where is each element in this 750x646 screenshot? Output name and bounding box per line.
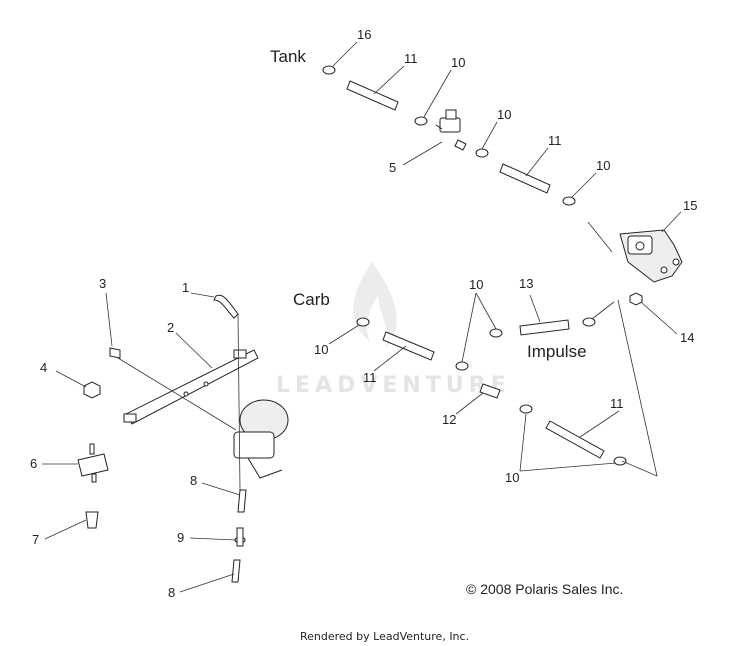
part-clamp-16[interactable] — [322, 65, 336, 75]
part-clamp-10-impulse-a[interactable] — [489, 328, 503, 338]
part-hose-13[interactable] — [519, 319, 570, 336]
callout-16: 16 — [357, 27, 371, 42]
callout-14: 14 — [680, 330, 694, 345]
callout-12: 12 — [442, 412, 456, 427]
leader-lines — [42, 41, 682, 593]
callout-10-impulse-b: 10 — [505, 470, 519, 485]
part-hose-11-impulse[interactable] — [545, 420, 605, 459]
watermark-flame-icon — [353, 262, 397, 348]
watermark: LEADVENTURE — [276, 262, 511, 398]
callout-10-tank-b: 10 — [497, 107, 511, 122]
section-label-impulse: Impulse — [527, 342, 587, 361]
part-clamp-10-tank-c[interactable] — [562, 196, 576, 206]
callout-13: 13 — [519, 276, 533, 291]
callout-1: 1 — [182, 280, 189, 295]
callout-9: 9 — [177, 530, 184, 545]
section-label-tank: Tank — [270, 47, 306, 66]
part-hose-11-carb[interactable] — [382, 331, 435, 361]
part-hose-8a[interactable] — [237, 489, 247, 513]
callout-7: 7 — [32, 532, 39, 547]
part-clamp-10-impulse-b[interactable] — [455, 361, 469, 371]
callout-8-a: 8 — [190, 473, 197, 488]
part-bolt-3[interactable] — [109, 347, 121, 359]
part-hose-8b[interactable] — [231, 559, 241, 583]
part-nut-4[interactable] — [83, 381, 101, 399]
part-nut-14[interactable] — [629, 292, 643, 306]
part-isolator-6[interactable] — [77, 443, 109, 483]
callout-11-impulse: 11 — [610, 396, 624, 411]
part-clamp-10-impulse-e[interactable] — [613, 456, 627, 466]
part-clamp-10-carb[interactable] — [356, 317, 370, 327]
hose-drop-line — [237, 313, 241, 491]
pump-link-line — [587, 221, 613, 253]
part-grommet-7[interactable] — [85, 511, 99, 529]
copyright-text: © 2008 Polaris Sales Inc. — [466, 581, 623, 597]
callout-2: 2 — [167, 320, 174, 335]
part-hose-11-tank[interactable] — [346, 80, 399, 111]
section-label-carb: Carb — [293, 290, 330, 309]
callout-3: 3 — [99, 276, 106, 291]
part-carburetor[interactable] — [233, 399, 289, 479]
footer-credit: Rendered by LeadVenture, Inc. — [300, 630, 469, 643]
callout-10-impulse-a: 10 — [469, 277, 483, 292]
part-clamp-10-tank-b[interactable] — [475, 148, 489, 158]
callout-10-tank-c: 10 — [596, 158, 610, 173]
callout-15: 15 — [683, 198, 697, 213]
impulse-group-line — [617, 299, 658, 477]
callout-8-b: 8 — [168, 585, 175, 600]
callout-10-tank-a: 10 — [451, 55, 465, 70]
callout-11-tank-a: 11 — [404, 51, 418, 66]
callout-6: 6 — [30, 456, 37, 471]
part-clamp-10-impulse-d[interactable] — [519, 404, 533, 414]
callout-11-tank-b: 11 — [548, 133, 562, 148]
part-hose-11-tank-b[interactable] — [499, 163, 551, 194]
part-fitting-9[interactable] — [234, 527, 246, 547]
callout-11-carb: 11 — [363, 370, 377, 385]
callout-10-carb: 10 — [314, 342, 328, 357]
part-fuel-pump-15[interactable] — [619, 229, 683, 283]
part-clamp-10-impulse-c[interactable] — [582, 317, 596, 327]
watermark-text: LEADVENTURE — [276, 373, 511, 398]
callout-5: 5 — [389, 160, 396, 175]
part-clamp-10-tank-a[interactable] — [414, 116, 428, 126]
callout-4: 4 — [40, 360, 47, 375]
part-hose-1[interactable] — [213, 294, 239, 319]
part-fuel-valve-5[interactable] — [435, 109, 467, 151]
part-bracket-2[interactable] — [123, 349, 259, 425]
part-filter-12[interactable] — [479, 383, 501, 399]
